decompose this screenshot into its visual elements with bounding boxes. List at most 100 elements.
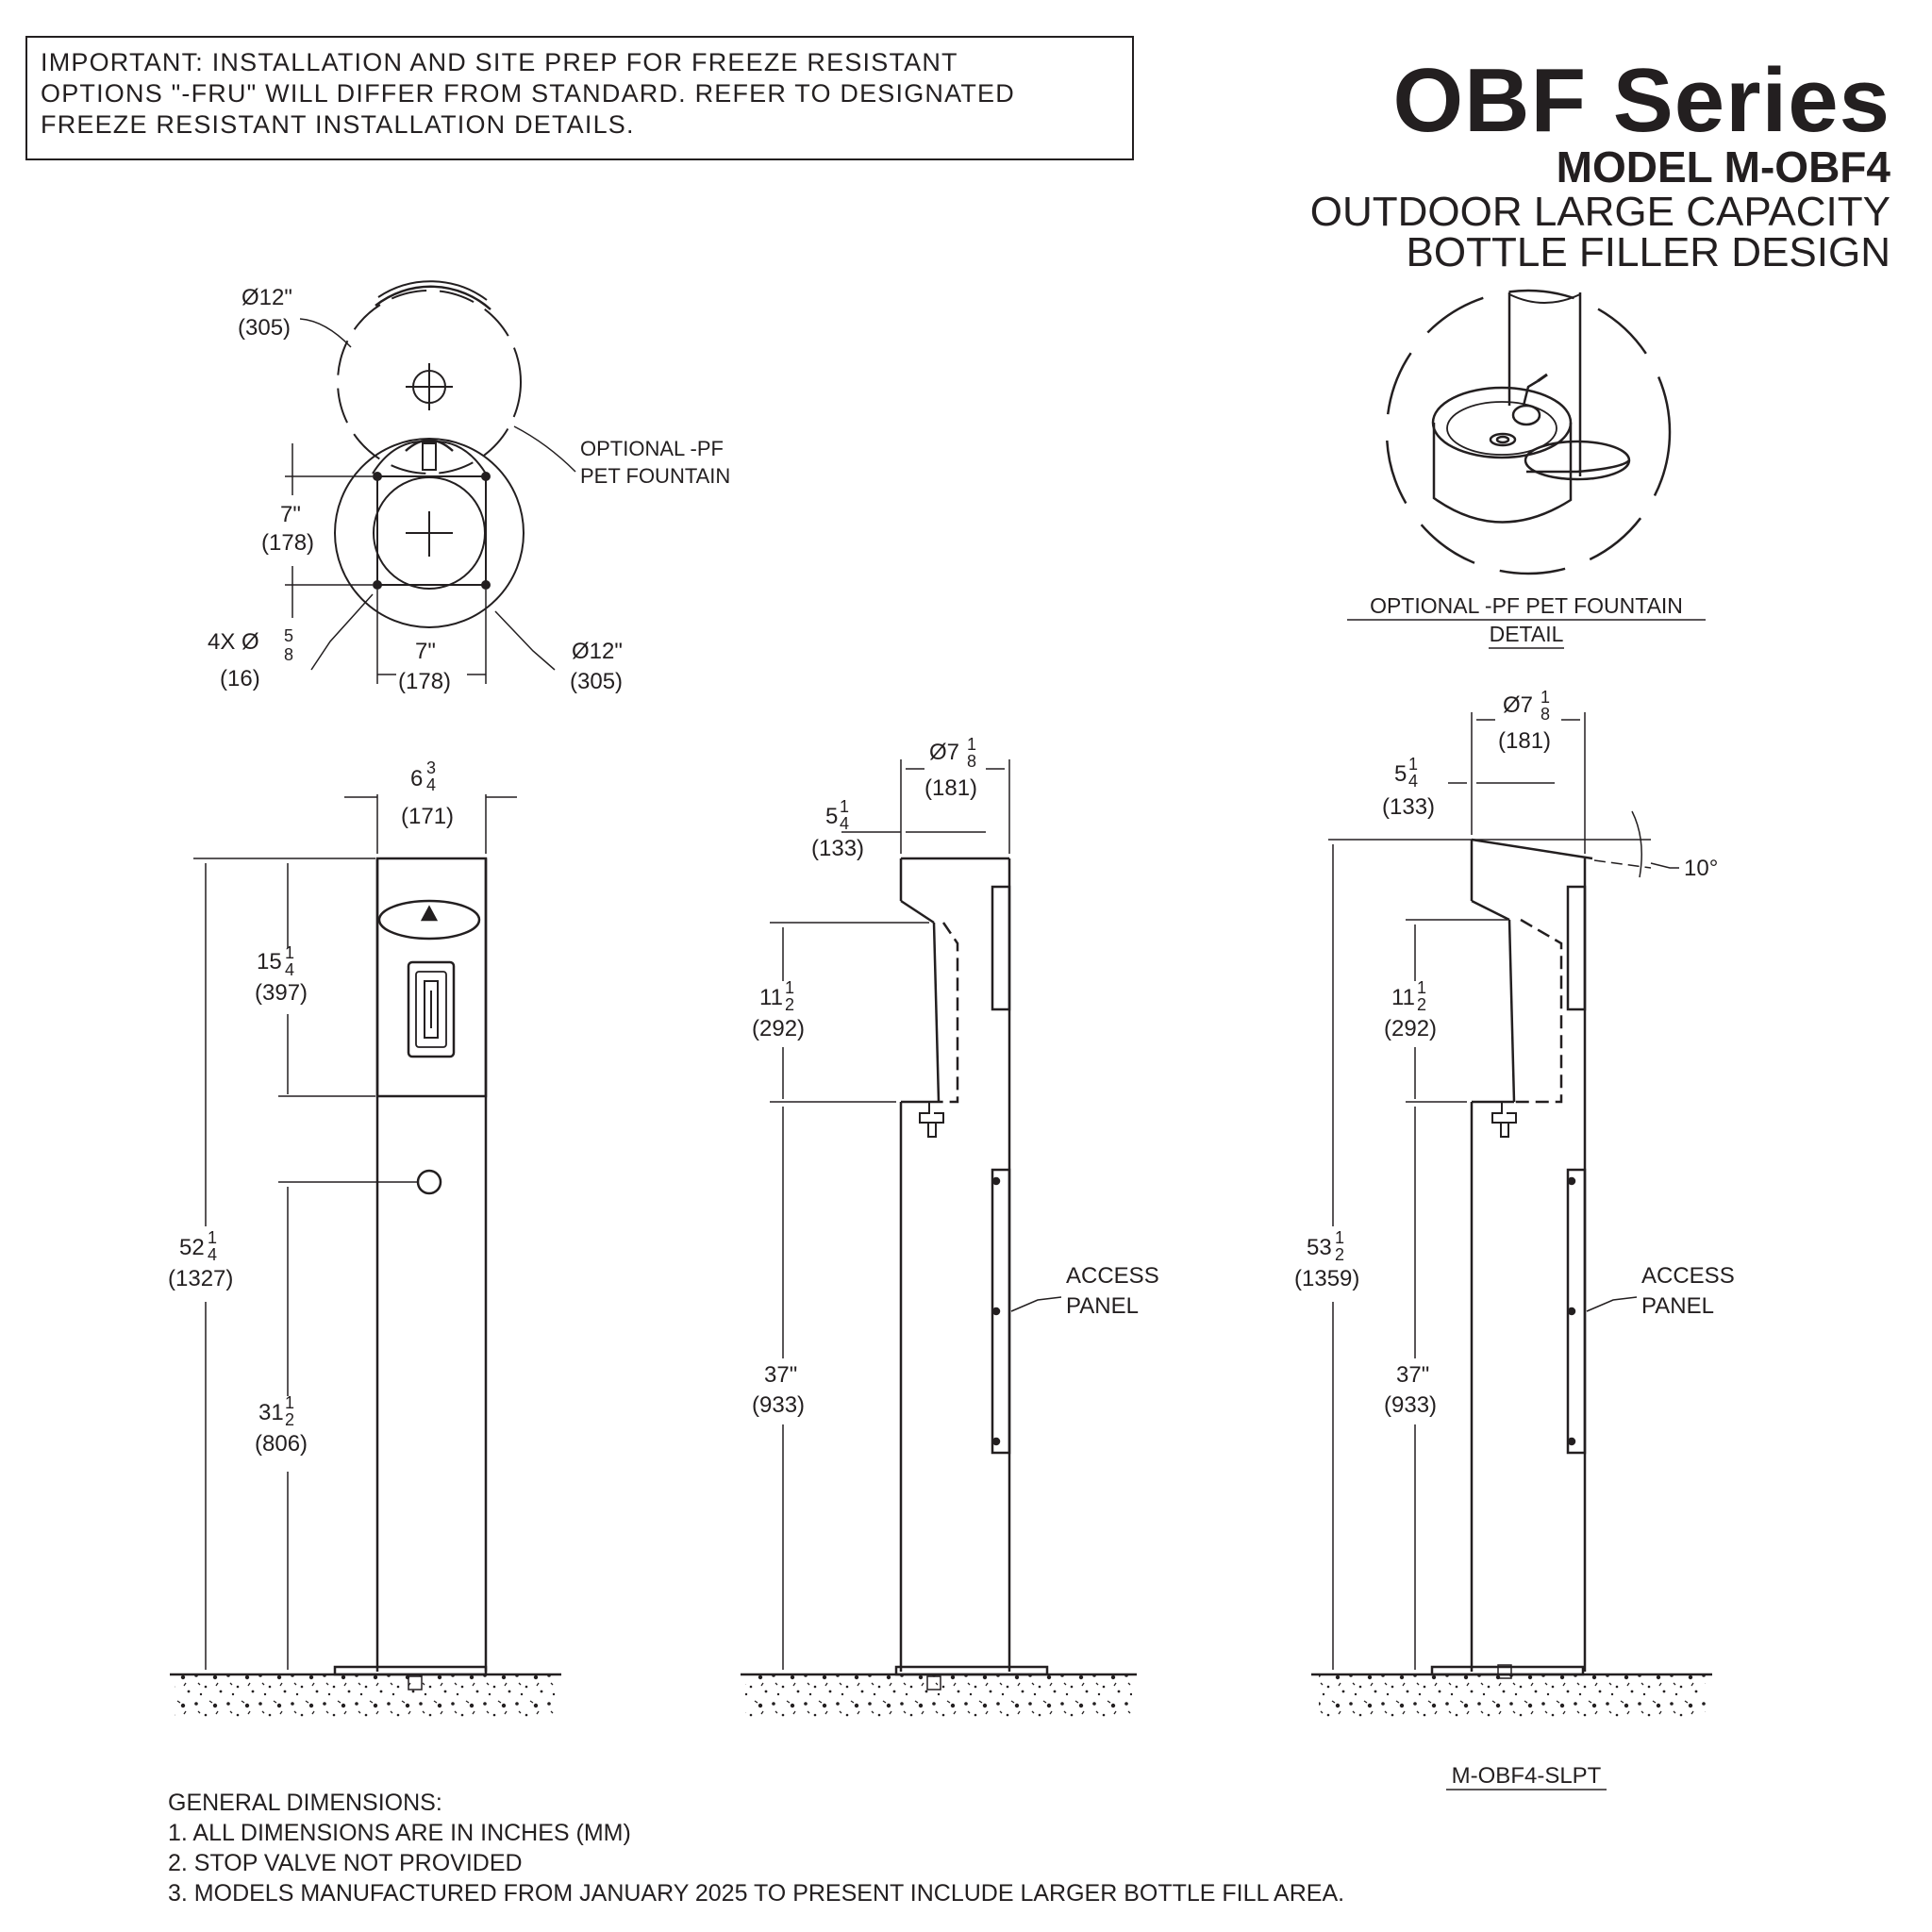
pet-fountain-bowl: [337, 290, 522, 475]
access-panel-label-2: PANEL: [1641, 1293, 1714, 1319]
overhang-whole: 5: [1394, 761, 1407, 787]
top-height-whole: 15: [257, 949, 282, 974]
fill-height-num: 1: [785, 978, 794, 997]
installation-notice: IMPORTANT: INSTALLATION AND SITE PREP FO…: [25, 36, 1134, 160]
valve-height-mm: (806): [255, 1431, 308, 1457]
vertical-spacing-label: 7": [280, 502, 301, 527]
overall-height-mm: (1359): [1294, 1266, 1359, 1291]
top-height-mm: (397): [255, 980, 308, 1006]
overall-height-mm: (1327): [168, 1266, 233, 1291]
overall-height-num: 1: [1335, 1228, 1344, 1247]
spout-height-mm: (933): [1384, 1392, 1437, 1418]
overhang-den: 4: [840, 814, 849, 833]
valve-height-num: 1: [285, 1393, 294, 1412]
general-notes: GENERAL DIMENSIONS: 1. ALL DIMENSIONS AR…: [168, 1788, 1344, 1908]
optional-pet-label-1: OPTIONAL -PF: [580, 437, 724, 460]
column-diameter-num: 1: [967, 735, 976, 754]
overhang-whole: 5: [825, 804, 838, 829]
notice-line: IMPORTANT: INSTALLATION AND SITE PREP FO…: [41, 48, 958, 76]
hole-fraction-den: 8: [284, 645, 293, 664]
overhang-mm: (133): [811, 836, 864, 861]
front-elevation-labels: 6 3 4 (171) 15 1 4 (397) 52 1 4 (1327) 3…: [168, 758, 454, 1457]
pet-detail-caption-2: DETAIL: [1490, 622, 1564, 646]
hole-fraction-num: 5: [284, 626, 293, 645]
optional-pet-label-2: PET FOUNTAIN: [580, 464, 730, 488]
horizontal-spacing-label: 7": [415, 639, 436, 664]
bottle-filler-window: [407, 960, 456, 1058]
pet-detail-caption-1: OPTIONAL -PF PET FOUNTAIN: [1370, 593, 1683, 618]
column-diameter-mm: (181): [924, 775, 977, 801]
pet-detail-caption: OPTIONAL -PF PET FOUNTAIN DETAIL: [1347, 593, 1706, 649]
side-elevation-labels: Ø7 1 8 (181) 5 1 4 (133) 11 1 2 (292) 37…: [752, 735, 1159, 1418]
note-item: 3. MODELS MANUFACTURED FROM JANUARY 2025…: [168, 1880, 1345, 1907]
width-den: 4: [426, 775, 436, 794]
fill-height-den: 2: [785, 995, 794, 1014]
slope-model-caption: M-OBF4-SLPT: [1452, 1763, 1602, 1789]
base-diameter-mm-label: (305): [570, 669, 623, 694]
sloped-elevation: [1311, 712, 1712, 1717]
column-diameter-prefix: Ø7: [1503, 692, 1533, 718]
top-view-labels: Ø12" (305) OPTIONAL -PF PET FOUNTAIN 7" …: [208, 285, 730, 694]
column-diameter-mm: (181): [1498, 728, 1551, 754]
column-diameter-den: 8: [1541, 705, 1550, 724]
overall-height-whole: 53: [1307, 1235, 1332, 1260]
stop-valve: [416, 1169, 442, 1195]
ground-gravel: [175, 1674, 557, 1717]
fill-height-num: 1: [1417, 978, 1426, 997]
pet-fountain-detail: [1385, 289, 1672, 575]
overhang-num: 1: [1408, 755, 1418, 774]
basin-opening: [377, 899, 481, 941]
spout-height-label: 37": [764, 1362, 797, 1388]
column-diameter-den: 8: [967, 752, 976, 771]
pet-diameter-label: Ø12": [242, 285, 292, 310]
overall-height-num: 1: [208, 1228, 217, 1247]
fill-height-mm: (292): [1384, 1016, 1437, 1041]
access-panel-label-1: ACCESS: [1641, 1263, 1735, 1289]
note-item: 2. STOP VALVE NOT PROVIDED: [168, 1850, 523, 1876]
front-elevation: [170, 794, 561, 1717]
top-height-den: 4: [285, 960, 294, 979]
base-diameter-label: Ø12": [572, 639, 623, 664]
upper-panel: [991, 885, 1011, 1011]
column-diameter-num: 1: [1541, 688, 1550, 707]
hole-mm-label: (16): [220, 666, 260, 691]
valve-height-den: 2: [285, 1410, 294, 1429]
model-description-line-2: BOTTLE FILLER DESIGN: [1406, 229, 1890, 275]
access-panel-label-2: PANEL: [1066, 1293, 1139, 1319]
fill-height-whole: 11: [1391, 985, 1415, 1010]
model-description-line-1: OUTDOOR LARGE CAPACITY: [1309, 189, 1890, 235]
overall-height-den: 2: [1335, 1245, 1344, 1264]
bottle-filler-head: [375, 857, 488, 1098]
hole-count-label: 4X Ø: [208, 629, 259, 655]
overhang-den: 4: [1408, 772, 1418, 791]
notice-line: OPTIONS "-FRU" WILL DIFFER FROM STANDARD…: [41, 79, 1015, 108]
series-title: OBF Series: [1392, 50, 1890, 151]
ground-gravel: [745, 1674, 1132, 1717]
spout-height-mm: (933): [752, 1392, 805, 1418]
pet-diameter-mm-label: (305): [238, 315, 291, 341]
column-diameter-prefix: Ø7: [929, 740, 959, 765]
note-item: 1. ALL DIMENSIONS ARE IN INCHES (MM): [168, 1820, 631, 1846]
fill-height-whole: 11: [759, 985, 783, 1010]
overall-height-den: 4: [208, 1245, 217, 1264]
access-panel-label-1: ACCESS: [1066, 1263, 1159, 1289]
horizontal-spacing-mm-label: (178): [398, 669, 451, 694]
base-plate: [334, 438, 525, 628]
column-square: [376, 475, 487, 586]
spout-height-label: 37": [1396, 1362, 1429, 1388]
top-plan-view: [285, 280, 576, 684]
notice-line: FREEZE RESISTANT INSTALLATION DETAILS.: [41, 110, 635, 139]
fill-height-den: 2: [1417, 995, 1426, 1014]
width-whole: 6: [410, 766, 423, 791]
sloped-elevation-labels: Ø7 1 8 (181) 5 1 4 (133) 10° 11 1 2 (292…: [1294, 688, 1735, 1790]
upper-panel: [1566, 885, 1587, 1011]
overhang-num: 1: [840, 797, 849, 816]
side-elevation: [741, 759, 1137, 1717]
column-circle: [373, 476, 486, 590]
model-title: MODEL M-OBF4: [1556, 142, 1890, 192]
overall-height-whole: 52: [179, 1235, 205, 1260]
top-height-num: 1: [285, 943, 294, 962]
vertical-spacing-mm-label: (178): [261, 530, 314, 556]
ground-gravel: [1319, 1674, 1706, 1717]
